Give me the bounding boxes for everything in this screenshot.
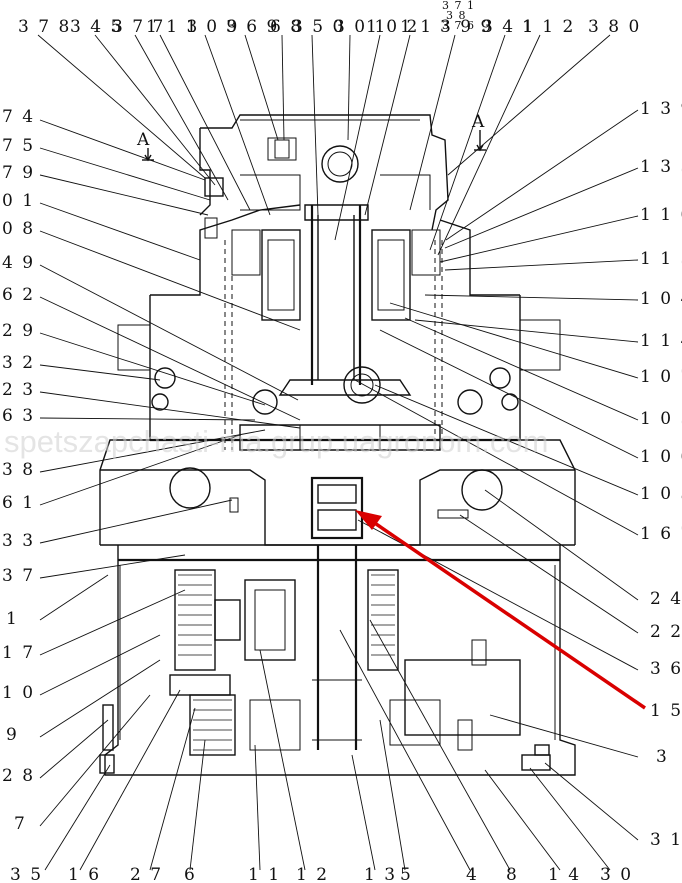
callout-35: 3 5 [10, 865, 43, 883]
callout-10: 1 0 [2, 683, 35, 703]
callouts-top: 3 7 8 3 4 5 3 7 7 1 1 3 1 0 9 3 6 9 6 8 … [18, 0, 641, 37]
callout-115: 1 1 5 [640, 249, 682, 269]
callout-399: 3 9 9 [440, 17, 493, 37]
callout-24: 2 4 [650, 589, 682, 609]
callouts-left: 7 4 7 5 7 9 0 1 0 8 4 9 6 2 2 9 3 2 2 3 … [2, 107, 35, 834]
callout-109: 1 0 9 [186, 17, 239, 37]
callout-27: 2 7 [130, 865, 163, 883]
callout-106: 1 0 6 [640, 447, 682, 467]
callout-371: 3 7 1 [442, 0, 475, 12]
callout-116: 1 1 6 [640, 205, 682, 225]
watermark-text: spetszapchasti-ma.grup.uagronom.com [4, 424, 548, 459]
callout-08: 0 8 [2, 219, 35, 239]
callout-380: 3 8 0 [588, 17, 641, 37]
callout-167: 1 6 7 [640, 524, 682, 544]
callout-17: 1 7 [2, 643, 35, 663]
callout-113: 1 1 3 [146, 17, 199, 37]
callout-75: 7 5 [2, 136, 35, 156]
callout-38-left: 3 8 [2, 460, 35, 480]
callout-1: 1 [6, 609, 19, 629]
callout-22: 2 2 [650, 622, 682, 642]
callout-32: 3 2 [2, 353, 35, 373]
callout-4: 4 [466, 865, 479, 883]
callout-112: 1 1 2 [522, 17, 575, 37]
callout-31: 3 1 [650, 830, 682, 850]
callout-01: 0 1 [2, 191, 35, 211]
callout-8: 8 [506, 865, 519, 883]
callout-33: 3 3 [2, 531, 35, 551]
callout-350: 3 5 0 [292, 17, 345, 37]
callout-345: 3 4 5 [70, 17, 123, 37]
callout-11-bottom: 1 1 [248, 865, 281, 883]
callout-139: 1 3 9 [640, 99, 682, 119]
callout-49: 4 9 [2, 253, 35, 273]
section-marker-left: A [136, 130, 151, 150]
section-marker-right: A [471, 112, 486, 132]
callout-28: 2 8 [2, 766, 35, 786]
callout-104: 1 0 4 [640, 289, 682, 309]
callout-103: 1 0 3 [640, 484, 682, 504]
callout-7: 7 [14, 814, 27, 834]
callout-79: 7 9 [2, 163, 35, 183]
callout-376: 3 7 6 [442, 19, 475, 32]
callout-114: 1 1 4 [640, 331, 682, 351]
callout-369: 3 6 9 [226, 17, 279, 37]
callout-12: 1 2 [296, 865, 329, 883]
callout-301: 3 0 1 [334, 17, 387, 37]
callout-16: 1 6 [68, 865, 101, 883]
leader-lines [37, 34, 639, 871]
callout-107: 1 0 7 [640, 367, 682, 387]
callout-105: 1 0 5 [640, 409, 682, 429]
callout-14: 1 4 [548, 865, 581, 883]
section-markers: A A [136, 112, 486, 150]
highlight-arrow [355, 510, 646, 710]
callout-378: 3 7 8 [18, 17, 71, 37]
callout-30: 3 0 [600, 865, 633, 883]
callout-62: 6 2 [2, 285, 35, 305]
callout-135: 1 3 5 [640, 157, 682, 177]
callout-13: 1 3 [364, 865, 397, 883]
callouts-right: 1 3 9 1 3 5 1 1 6 1 1 5 1 0 4 1 1 4 1 0 … [640, 99, 682, 850]
callout-102: 1 0 2 [366, 17, 419, 37]
callout-74: 7 4 [2, 107, 35, 127]
callout-38: 3 8 [446, 9, 467, 22]
callout-9: 9 [6, 725, 19, 745]
callout-36: 3 6 [650, 659, 682, 679]
callout-15: 1 5 [650, 701, 682, 721]
callout-377: 3 7 7 [112, 17, 165, 37]
callout-11: 1 1 [400, 17, 433, 37]
callout-61: 6 1 [2, 493, 35, 513]
callout-341: 3 4 1 [482, 17, 535, 37]
callout-29: 2 9 [2, 321, 35, 341]
callout-5: 5 [400, 865, 413, 883]
callout-63: 6 3 [2, 406, 35, 426]
callout-68: 6 8 [270, 17, 303, 37]
callout-3: 3 [656, 747, 669, 767]
callouts-bottom: 3 5 1 6 2 7 6 1 1 1 2 1 3 5 4 8 1 4 3 0 [10, 865, 633, 883]
callout-23: 2 3 [2, 380, 35, 400]
callout-37: 3 7 [2, 566, 35, 586]
callout-6: 6 [184, 865, 197, 883]
housing-drawing [99, 114, 576, 776]
